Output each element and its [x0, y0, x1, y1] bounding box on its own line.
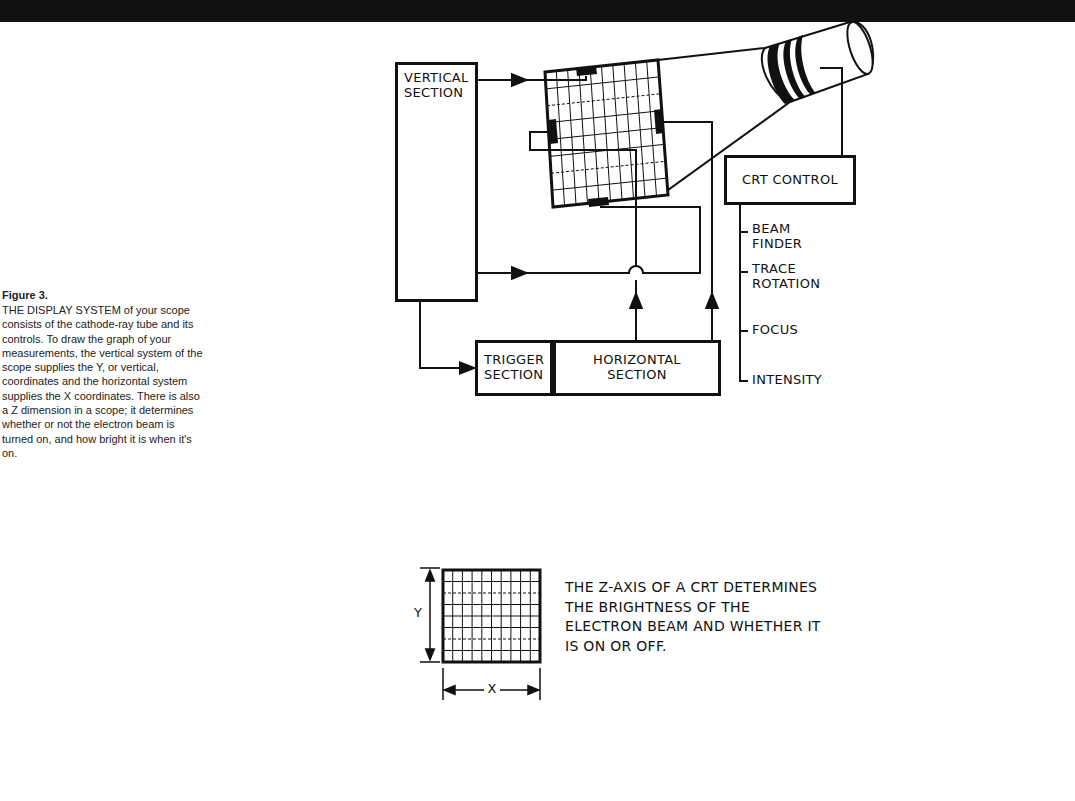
box-label: VERTICAL SECTION	[404, 71, 469, 101]
box-label: HORIZONTAL SECTION	[562, 353, 712, 383]
figure-caption: THE DISPLAY SYSTEM of your scope consist…	[2, 303, 207, 460]
section-box: HORIZONTAL SECTION	[553, 340, 721, 396]
section-box: VERTICAL SECTION	[395, 62, 478, 302]
control-name: FOCUS	[752, 323, 842, 338]
figure-title: Figure 3.	[2, 288, 207, 302]
axis-label: Y	[414, 606, 428, 621]
control-name: BEAM FINDER	[752, 222, 832, 252]
axis-label: X	[484, 682, 500, 697]
control-name: INTENSITY	[752, 373, 862, 388]
control-name: TRACE ROTATION	[752, 262, 847, 292]
control-box: CRT CONTROL	[724, 155, 856, 205]
note-text: THE Z-AXIS OF A CRT DETERMINES THE BRIGH…	[565, 578, 827, 656]
signal-arrow	[420, 302, 475, 368]
top-bar	[0, 0, 1075, 22]
box-label: TRIGGER SECTION	[484, 353, 544, 383]
box-label: CRT CONTROL	[733, 173, 847, 188]
section-box: TRIGGER SECTION	[475, 340, 553, 396]
